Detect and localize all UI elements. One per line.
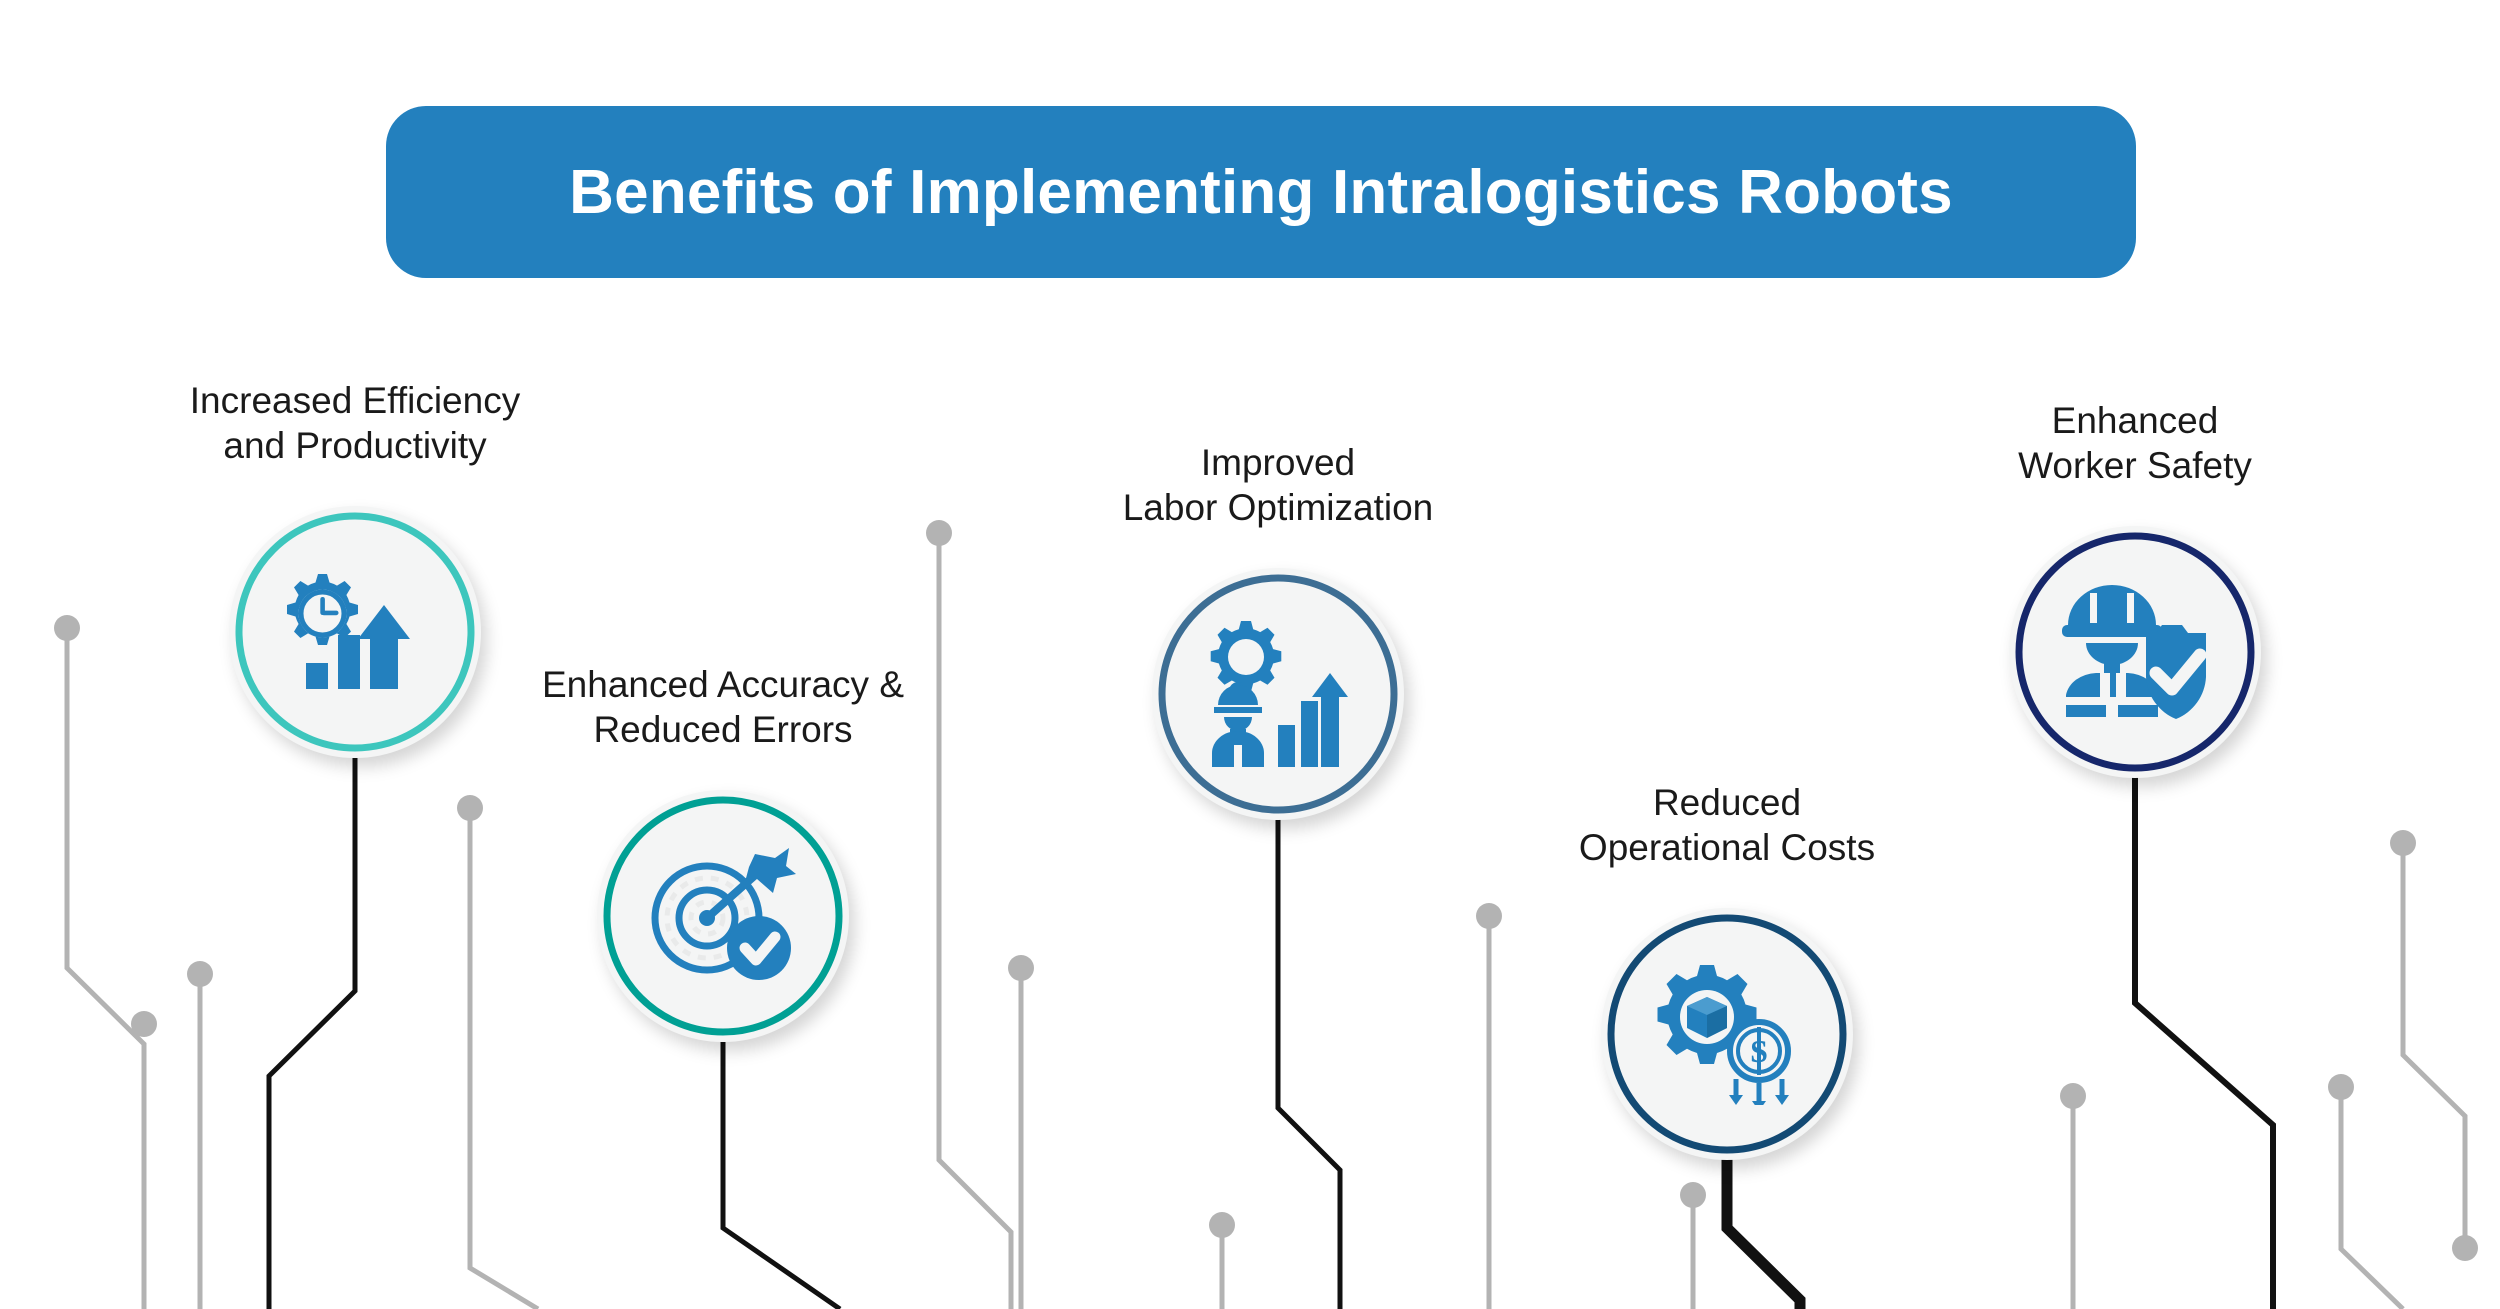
trace-gray xyxy=(2338,1087,2405,1309)
benefit-circle-worker-safety[interactable] xyxy=(2009,526,2261,778)
page-title: Benefits of Implementing Intralogistics … xyxy=(569,157,1953,227)
benefit-label-reduced-costs: Reduced Operational Costs xyxy=(1578,782,1876,869)
gear-box-dollar-down-arrows-icon: S xyxy=(1657,965,1791,1105)
circle-ring-steel-blue xyxy=(1158,574,1398,814)
circuit-dot xyxy=(2060,1083,2086,1109)
circle-ring-green xyxy=(603,796,843,1036)
trace-black xyxy=(1275,802,1343,1309)
trace-black xyxy=(720,1042,842,1309)
circuit-dot xyxy=(457,795,483,821)
circuit-dot xyxy=(131,1011,157,1037)
gear-clock-bar-chart-arrow-icon xyxy=(287,574,410,689)
benefit-circle-increased-efficiency[interactable] xyxy=(229,506,481,758)
circuit-dot xyxy=(187,961,213,987)
benefit-circle-reduced-costs[interactable]: S xyxy=(1601,908,1853,1160)
gray-traces xyxy=(64,533,2468,1309)
circuit-dot xyxy=(1209,1212,1235,1238)
circle-ring-navy xyxy=(1607,914,1847,1154)
circuit-dot xyxy=(926,520,952,546)
target-arrow-check-icon xyxy=(651,848,796,980)
circle-ring-teal xyxy=(235,512,475,752)
benefit-node-increased-efficiency: Increased Efficiency and Productivity xyxy=(75,378,635,768)
circuit-dot xyxy=(54,615,80,641)
benefit-label-worker-safety: Enhanced Worker Safety xyxy=(2018,400,2252,487)
benefit-circle-improved-labor[interactable] xyxy=(1152,568,1404,820)
benefit-node-reduced-costs: Reduced Operational Costs S xyxy=(1447,780,2007,1170)
circle-ring-deep-navy xyxy=(2015,532,2255,772)
trace-gray xyxy=(64,628,147,1309)
circuit-dot xyxy=(2390,830,2416,856)
benefit-label-increased-efficiency: Increased Efficiency and Productivity xyxy=(189,380,521,467)
hardhat-worker-shield-check-icon xyxy=(2062,585,2207,719)
circuit-dot xyxy=(1680,1182,1706,1208)
benefit-label-enhanced-accuracy: Enhanced Accuracy & Reduced Errors xyxy=(542,664,904,751)
circuit-dot xyxy=(1476,903,1502,929)
trace-gray xyxy=(467,808,540,1309)
page-title-banner: Benefits of Implementing Intralogistics … xyxy=(386,106,2136,278)
trace-gray xyxy=(936,533,1014,1309)
benefit-node-improved-labor: Improved Labor Optimization xyxy=(998,440,1558,830)
trace-black xyxy=(2132,758,2276,1309)
worker-gear-bar-chart-icon xyxy=(1210,621,1348,767)
trace-black xyxy=(266,758,358,1309)
trace-black-thick xyxy=(1721,1142,1806,1309)
benefit-circle-enhanced-accuracy[interactable] xyxy=(597,790,849,1042)
benefit-node-worker-safety: Enhanced Worker Safety xyxy=(1855,398,2415,788)
trace-node-dots xyxy=(54,520,2478,1261)
circuit-dot xyxy=(2328,1074,2354,1100)
trace-gray xyxy=(2400,843,2468,1248)
circuit-dot xyxy=(1008,955,1034,981)
circuit-dot xyxy=(2452,1235,2478,1261)
benefit-label-improved-labor: Improved Labor Optimization xyxy=(1122,442,1434,529)
black-traces xyxy=(266,758,2276,1309)
benefit-node-enhanced-accuracy: Enhanced Accuracy & Reduced Errors xyxy=(443,662,1003,1052)
